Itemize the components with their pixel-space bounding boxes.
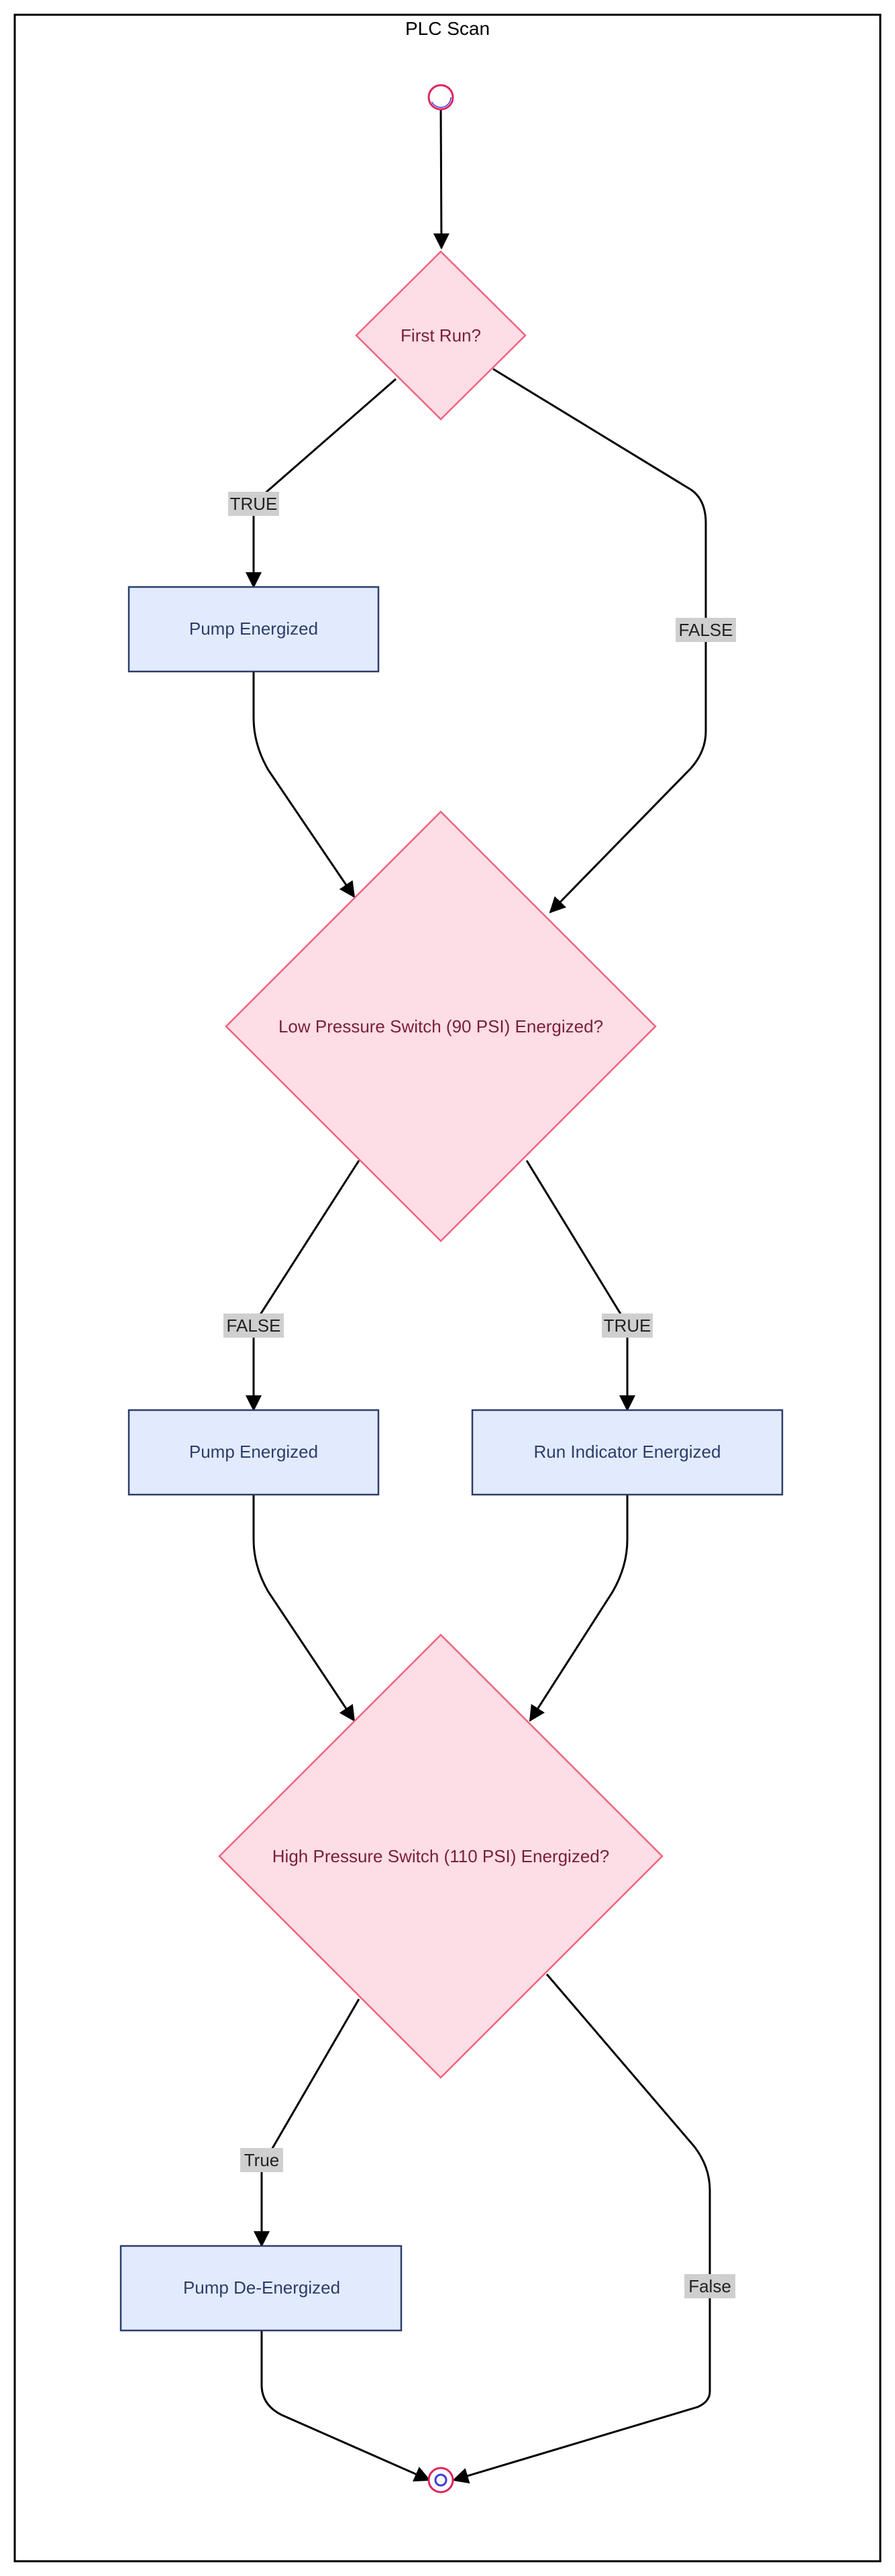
process-pump-deenergized: [119, 2245, 403, 2332]
decision-first-run-label: First Run?: [401, 325, 481, 345]
edge-pump2-to-high: [252, 1495, 356, 1722]
start-node: [427, 84, 454, 111]
decision-high-pressure-label: High Pressure Switch (110 PSI) Energized…: [272, 1846, 609, 1866]
process-pump-energized-1: [127, 586, 380, 673]
decision-first-run: [355, 250, 527, 421]
edge-label-high-true: True: [244, 2150, 280, 2170]
frame-title: PLC Scan: [405, 18, 490, 39]
plc-scan-frame: [13, 13, 882, 2563]
edge-label-bg: [602, 1313, 653, 1338]
edge-label-bg: [223, 1313, 284, 1338]
end-node-inner: [434, 2473, 448, 2487]
edge-label-low-true: TRUE: [604, 1316, 651, 1336]
edge-label-high-false: False: [688, 2276, 731, 2296]
edge-run-indicator-to-high: [529, 1495, 629, 1722]
start-node-inner-stroke: [430, 87, 452, 108]
edge-pump1-to-low: [252, 672, 356, 898]
edge-label-bg: [684, 2274, 735, 2298]
process-pump-energized-2: [127, 1409, 380, 1496]
process-pump-energized-1-label: Pump Energized: [189, 619, 318, 639]
edge-label-bg: [240, 2148, 283, 2172]
decision-high-pressure: [218, 1633, 664, 2079]
edge-label-first-run-true: TRUE: [230, 494, 278, 514]
edge-label-first-run-false: FALSE: [679, 620, 733, 640]
process-run-indicator-energized-label: Run Indicator Energized: [534, 1442, 721, 1462]
edge-pump-deenergized-to-end: [260, 2331, 431, 2482]
process-run-indicator-energized: [471, 1409, 784, 1496]
edge-label-bg: [676, 618, 736, 642]
process-pump-energized-2-label: Pump Energized: [189, 1442, 318, 1462]
decision-low-pressure-label: Low Pressure Switch (90 PSI) Energized?: [278, 1016, 603, 1036]
edge-label-low-false: FALSE: [227, 1316, 281, 1336]
edge-high-false: [452, 1974, 711, 2484]
decision-low-pressure: [225, 810, 657, 1242]
edge-label-bg: [228, 492, 279, 516]
edge-labels: TRUE FALSE FALSE TRUE True False: [223, 492, 736, 2298]
process-pump-deenergized-label: Pump De-Energized: [183, 2277, 340, 2298]
